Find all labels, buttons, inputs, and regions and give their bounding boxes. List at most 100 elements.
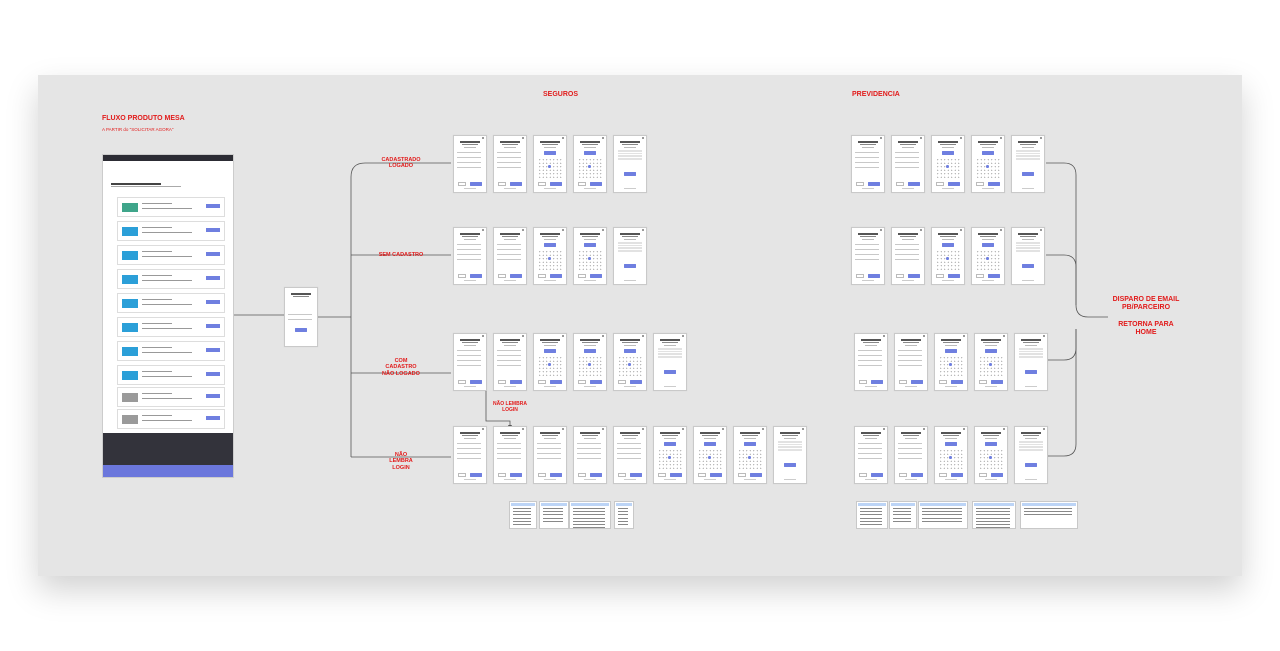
screen-field — [858, 448, 882, 449]
product-logo — [122, 251, 138, 260]
mobile-screen — [613, 135, 647, 193]
screen-button — [988, 274, 1000, 278]
close-icon — [522, 229, 524, 231]
screen-field — [497, 453, 521, 454]
screen-field — [855, 162, 879, 163]
screen-field — [537, 453, 561, 454]
desktop-heading — [111, 183, 161, 185]
close-icon — [482, 428, 484, 430]
screen-title — [941, 432, 961, 434]
calendar-selected-day — [949, 363, 952, 366]
screen-caption — [985, 345, 997, 346]
product-logo — [122, 275, 138, 284]
mobile-screen — [453, 135, 487, 193]
card-line — [142, 398, 192, 399]
mobile-screen — [894, 333, 928, 391]
screen-subtitle — [903, 342, 919, 344]
product-logo — [122, 347, 138, 356]
screen-button — [945, 349, 957, 353]
screen-caption — [464, 438, 476, 439]
screen-subtitle — [940, 144, 956, 146]
screen-button — [590, 274, 602, 278]
connector-out-2 — [1046, 254, 1077, 305]
close-icon — [1003, 335, 1005, 337]
screen-title — [898, 233, 918, 235]
screen-title — [1018, 233, 1038, 235]
connector-out-1 — [1046, 162, 1108, 318]
screen-title — [500, 339, 520, 341]
screen-back-button — [658, 473, 666, 477]
screen-field — [537, 458, 561, 459]
calendar-grid — [939, 449, 963, 469]
screen-button — [584, 151, 596, 155]
screen-caption — [905, 438, 917, 439]
panel-line — [618, 514, 628, 515]
mobile-screen — [613, 227, 647, 285]
screen-title — [1021, 432, 1041, 434]
flow-board: FLUXO PRODUTO MESA A PARTIR do "SOLICITA… — [38, 75, 1242, 576]
screen-field — [457, 162, 481, 163]
close-icon — [1040, 229, 1042, 231]
screen-button — [991, 380, 1003, 384]
mobile-screen — [854, 426, 888, 484]
screen-button — [985, 349, 997, 353]
card-line — [142, 393, 172, 394]
outcome-line-3: RETORNA PARA — [1118, 321, 1174, 329]
calendar-selected-day — [708, 456, 711, 459]
flow-label-nao-lembra: NÃO LEMBRA LOGIN — [389, 452, 413, 471]
card-button — [206, 276, 220, 280]
calendar-grid — [939, 356, 963, 376]
screen-subtitle — [622, 144, 638, 146]
screen-title — [620, 339, 640, 341]
screen-subtitle — [863, 342, 879, 344]
screen-field — [457, 355, 481, 356]
screen-button — [584, 349, 596, 353]
screen-button — [470, 473, 482, 477]
option-panel — [539, 501, 569, 529]
mobile-screen — [851, 135, 885, 193]
calendar-selected-day — [989, 363, 992, 366]
screen-subtitle — [582, 342, 598, 344]
screen-footer — [704, 479, 716, 480]
calendar-grid — [979, 449, 1003, 469]
mobile-screen — [851, 227, 885, 285]
screen-field — [895, 152, 919, 153]
screen-field — [898, 365, 922, 366]
screen-field — [577, 443, 601, 444]
screen-field — [895, 167, 919, 168]
screen-field — [855, 157, 879, 158]
close-icon — [522, 335, 524, 337]
product-card — [117, 197, 225, 217]
screen-field — [895, 249, 919, 250]
screen-button — [988, 182, 1000, 186]
screen-footer — [1025, 386, 1037, 387]
screen-subtitle — [662, 342, 678, 344]
screen-back-button — [578, 380, 586, 384]
product-card — [117, 341, 225, 361]
mobile-screen — [493, 333, 527, 391]
screen-caption — [942, 147, 954, 148]
screen-subtitle — [542, 435, 558, 437]
mobile-screen — [974, 333, 1008, 391]
panel-header — [920, 503, 966, 506]
mobile-screen — [1011, 227, 1045, 285]
screen-title — [861, 339, 881, 341]
screen-field — [898, 453, 922, 454]
screen-button — [985, 442, 997, 446]
card-button — [206, 394, 220, 398]
screen-title — [540, 432, 560, 434]
screen-title — [941, 339, 961, 341]
screen-caption — [624, 345, 636, 346]
screen-subtitle — [980, 144, 996, 146]
screen-title — [460, 339, 480, 341]
screen-field — [895, 244, 919, 245]
screen-subtitle — [662, 435, 678, 437]
screen-field — [898, 360, 922, 361]
card-line — [142, 203, 172, 204]
screen-footer — [1022, 188, 1034, 189]
panel-line — [513, 508, 531, 509]
close-icon — [1003, 428, 1005, 430]
section-previdencia: PREVIDENCIA — [852, 91, 900, 98]
screen-field — [497, 259, 521, 260]
screen-paragraph — [778, 441, 802, 451]
